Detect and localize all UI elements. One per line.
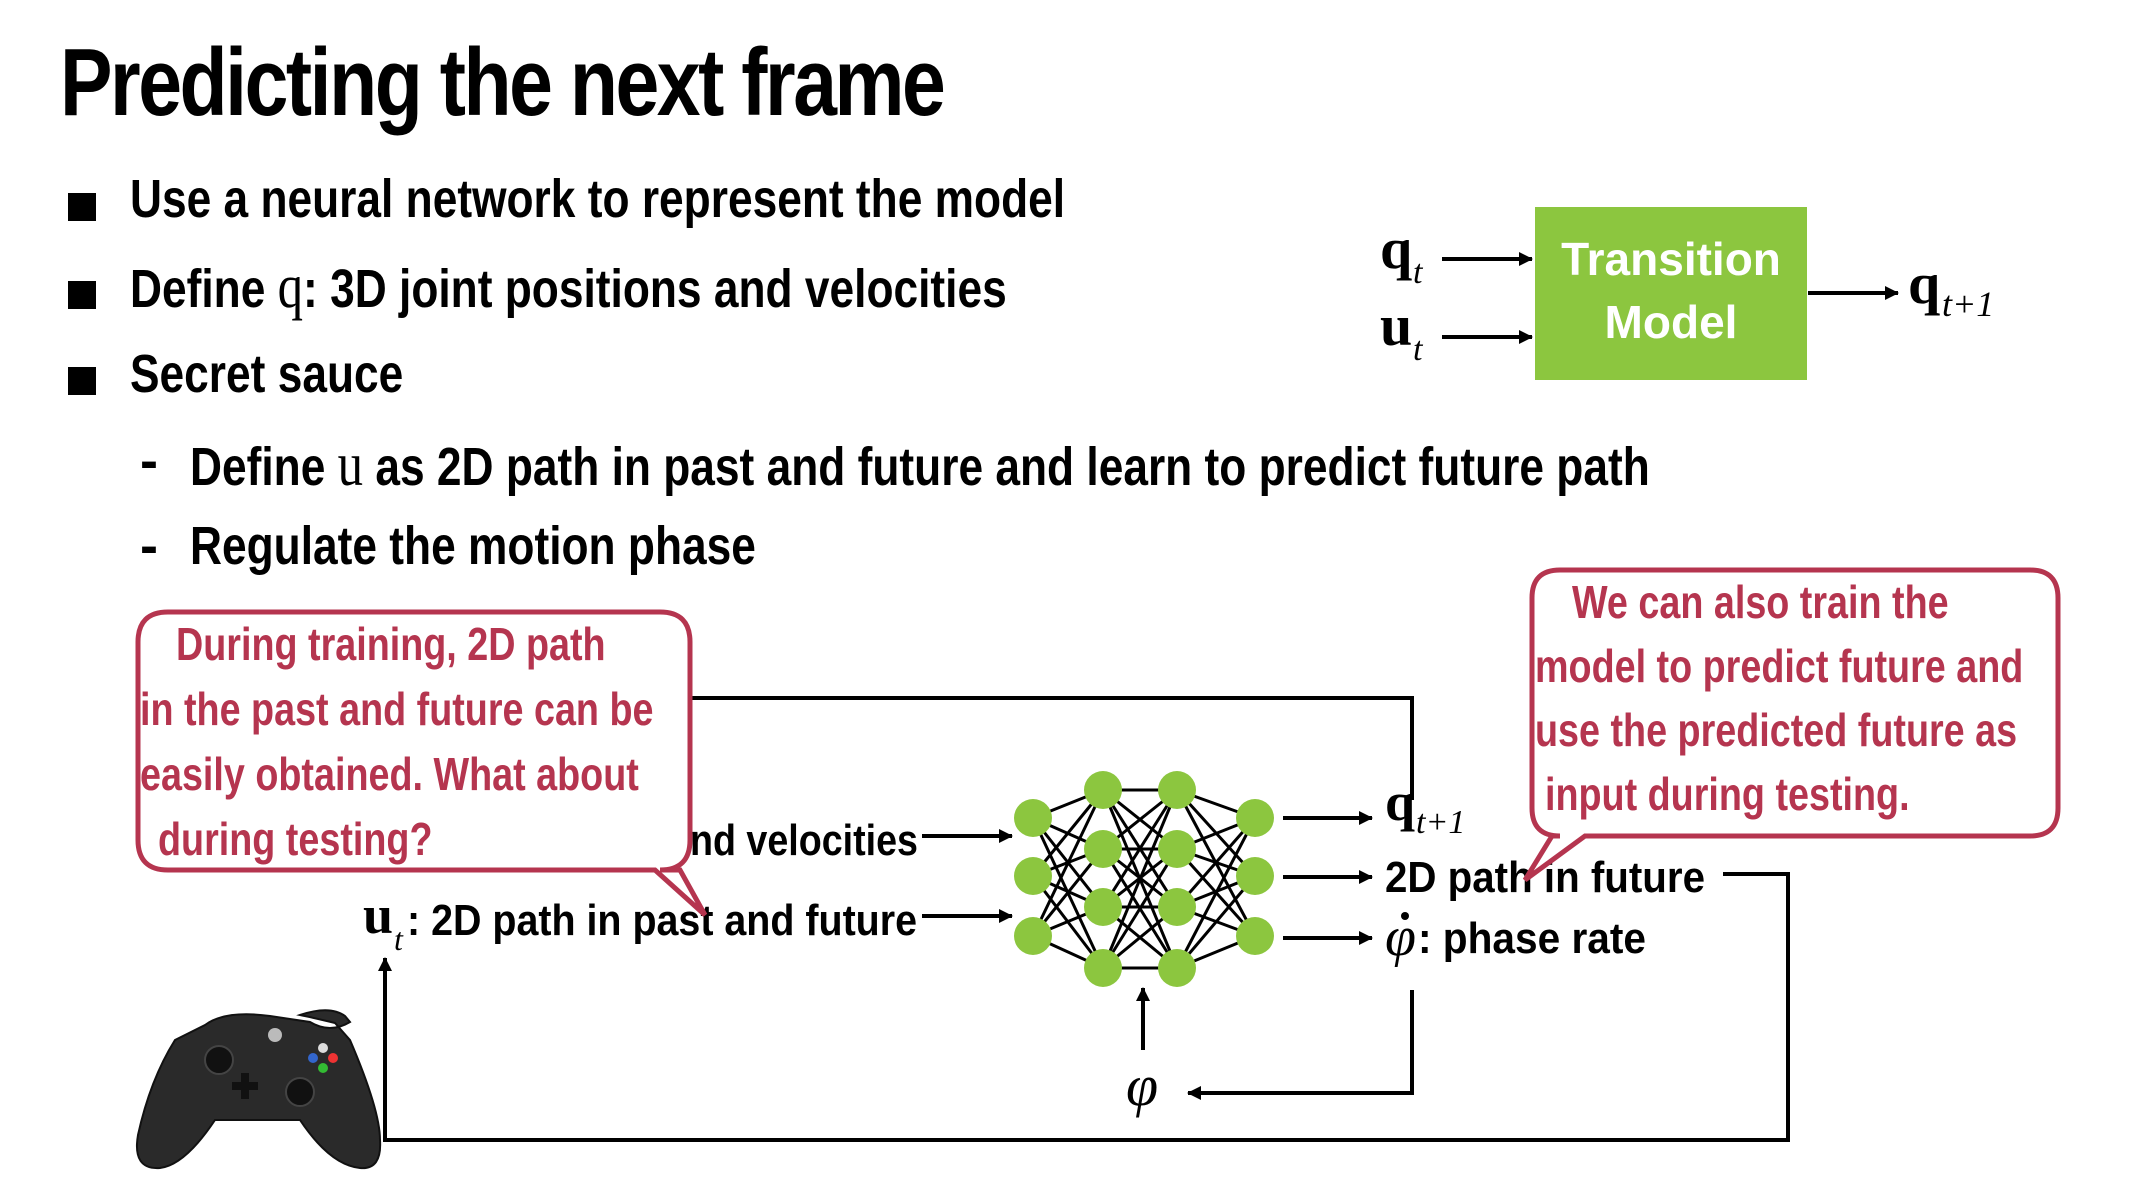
network-input-u-symbol: u: [363, 885, 393, 945]
network-edge: [1175, 817, 1257, 969]
left-callout-bubble: [135, 609, 708, 917]
bullet-2-symbol: q: [277, 253, 304, 321]
sub-bullet-1: Define u as 2D path in past and future a…: [190, 430, 1650, 501]
feedback-line-q: [690, 696, 1414, 800]
left-callout-line-3: easily obtained. What about: [140, 748, 639, 800]
bullet-2: Define q: 3D joint positions and velocit…: [130, 252, 1007, 323]
left-callout-line-1: During training, 2D path: [176, 618, 606, 670]
network-output-phase-symbol: φ: [1385, 906, 1416, 968]
network-node-layer-2: [1084, 771, 1122, 809]
right-callout-line-3: use the predicted future as: [1535, 704, 2018, 756]
bullet-2-post: : 3D joint positions and velocities: [303, 259, 1007, 319]
output-q-symbol: q: [1908, 251, 1940, 316]
bullet-square-icon: [68, 193, 96, 221]
network-edge: [1175, 875, 1257, 969]
game-controller-icon: [136, 1009, 382, 1170]
left-callout-line-4: during testing?: [158, 813, 433, 865]
network-edges: [1031, 788, 1257, 970]
transition-diagram: Transition Model q t u t q t+1: [1380, 207, 1994, 380]
network-node-layer-1: [1014, 917, 1052, 955]
sub-bullet-1-pre: Define: [190, 437, 338, 497]
network-nodes: [1014, 771, 1274, 987]
transition-model-label-1: Transition: [1561, 233, 1781, 285]
network-input-u-subscript: t: [394, 921, 404, 957]
network-edge: [1175, 817, 1257, 908]
sub-bullet-1-symbol: u: [337, 431, 364, 499]
left-callout-line-2: in the past and future can be: [140, 683, 654, 735]
network-edge: [1031, 789, 1105, 937]
network-node-layer-4: [1236, 917, 1274, 955]
network-edge: [1101, 848, 1179, 969]
sub-bullet-dash: -: [140, 516, 158, 576]
network-node-layer-4: [1236, 799, 1274, 837]
bullet-square-icon: [68, 281, 96, 309]
network-node-layer-3: [1158, 888, 1196, 926]
right-callout-line-2: model to predict future and: [1535, 640, 2024, 692]
network-node-layer-2: [1084, 830, 1122, 868]
transition-model-label-2: Model: [1605, 296, 1738, 348]
network-node-layer-4: [1236, 857, 1274, 895]
page-title: Predicting the next frame: [60, 29, 946, 136]
network-output-q-symbol: q: [1385, 772, 1415, 832]
input-u-subscript: t: [1413, 331, 1424, 368]
network-node-layer-3: [1158, 830, 1196, 868]
feedback-line-path: [378, 872, 1790, 1142]
bullet-square-icon: [68, 367, 96, 395]
transition-model-box: [1535, 207, 1807, 380]
bullet-2-pre: Define: [130, 259, 278, 319]
network-edge: [1101, 789, 1179, 969]
network-output-phase-label: : phase rate: [1418, 914, 1646, 963]
output-q-subscript: t+1: [1942, 284, 1994, 324]
phase-input-symbol: φ: [1126, 1053, 1158, 1118]
feedback-line-phase: [1187, 990, 1414, 1100]
bullet-1: Use a neural network to represent the mo…: [130, 169, 1066, 229]
network-input-q-label: nd velocities: [690, 816, 918, 865]
phase-rate-dot: [1401, 912, 1409, 920]
input-q-symbol: q: [1380, 216, 1412, 281]
network-node-layer-3: [1158, 949, 1196, 987]
bullet-3: Secret sauce: [130, 344, 404, 404]
network-node-layer-1: [1014, 799, 1052, 837]
right-callout-bubble: [1522, 567, 2061, 883]
network-edge: [1101, 789, 1179, 908]
right-callout-line-1: We can also train the: [1572, 576, 1949, 628]
network-node-layer-2: [1084, 949, 1122, 987]
sub-bullet-dash: -: [140, 431, 158, 491]
input-u-symbol: u: [1380, 293, 1412, 358]
network-node-layer-1: [1014, 857, 1052, 895]
input-q-subscript: t: [1413, 254, 1424, 291]
sub-bullet-2: Regulate the motion phase: [190, 516, 756, 576]
network-input-u-label: : 2D path in past and future: [407, 896, 917, 945]
network-node-layer-2: [1084, 888, 1122, 926]
network-output-q-subscript: t+1: [1416, 804, 1465, 841]
sub-bullet-1-post: as 2D path in past and future and learn …: [363, 437, 1650, 497]
right-callout-line-4: input during testing.: [1545, 768, 1910, 820]
network-node-layer-3: [1158, 771, 1196, 809]
